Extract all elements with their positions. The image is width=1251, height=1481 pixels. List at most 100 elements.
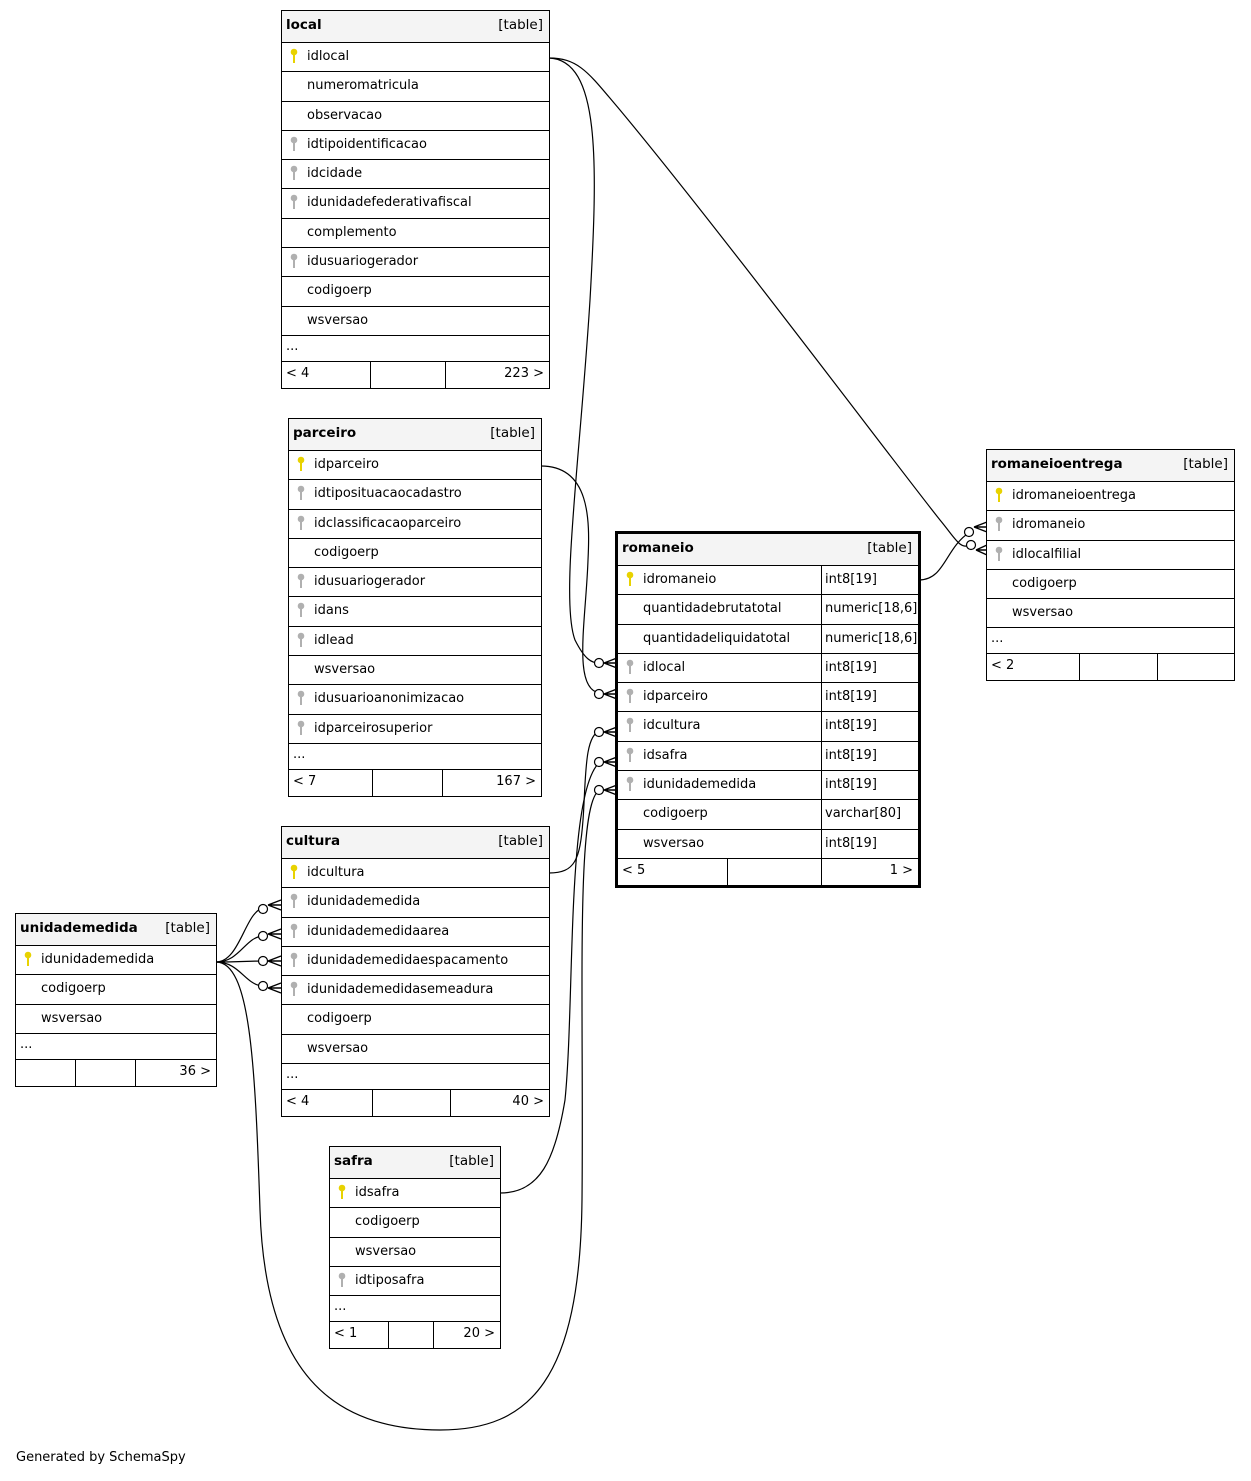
column-name: observacao bbox=[307, 107, 383, 123]
parent-count-link[interactable]: < 1 bbox=[334, 1326, 358, 1342]
table-name[interactable]: romaneio bbox=[622, 540, 694, 556]
column-row[interactable]: idtipoidentificacao bbox=[282, 131, 549, 161]
column-row[interactable]: wsversao bbox=[987, 599, 1234, 629]
table-header[interactable]: romaneioentrega[table] bbox=[987, 450, 1234, 482]
parent-count-link[interactable]: < 2 bbox=[991, 658, 1015, 674]
column-row[interactable]: idcultura bbox=[282, 859, 549, 889]
table-header[interactable]: unidademedida[table] bbox=[16, 914, 216, 946]
column-row[interactable]: idlocal bbox=[282, 43, 549, 73]
column-row[interactable]: idunidademedidaespacamento bbox=[282, 947, 549, 977]
child-count-link[interactable]: 36 > bbox=[179, 1063, 211, 1079]
column-row[interactable]: idsafra bbox=[330, 1179, 500, 1209]
parent-count-link[interactable]: < 4 bbox=[286, 365, 310, 381]
column-row[interactable]: wsversao bbox=[330, 1238, 500, 1267]
primary-key-icon bbox=[24, 951, 32, 966]
table-footer: < 4 223 > bbox=[282, 361, 549, 388]
column-row[interactable]: idusuarioanonimizacao bbox=[289, 685, 541, 715]
column-row[interactable]: numeromatricula bbox=[282, 72, 549, 102]
more-columns: ... bbox=[282, 1064, 549, 1091]
foreign-key-icon bbox=[290, 923, 298, 938]
column-name: idcidade bbox=[307, 166, 363, 182]
child-count-link[interactable]: 20 > bbox=[463, 1326, 495, 1342]
parent-count-link[interactable]: < 4 bbox=[286, 1094, 310, 1110]
column-row[interactable]: codigoerp bbox=[282, 1005, 549, 1035]
column-name: idsafra bbox=[643, 747, 688, 763]
column-name: quantidadeliquidatotal bbox=[643, 630, 791, 646]
column-name: idlocal bbox=[643, 659, 686, 675]
table-name[interactable]: safra bbox=[334, 1153, 373, 1169]
column-row[interactable]: idtiposituacaocadastro bbox=[289, 480, 541, 510]
column-row[interactable]: idusuariogerador bbox=[289, 568, 541, 598]
parent-count-link[interactable]: < 5 bbox=[622, 862, 646, 878]
primary-key-icon bbox=[338, 1184, 346, 1199]
column-type: numeric[18,6] bbox=[821, 624, 918, 653]
table-name[interactable]: unidademedida bbox=[20, 920, 138, 936]
column-type: numeric[18,6] bbox=[821, 595, 918, 624]
table-header[interactable]: safra[table] bbox=[330, 1147, 500, 1179]
column-row[interactable]: complemento bbox=[282, 219, 549, 249]
table-header[interactable]: romaneio[table] bbox=[618, 534, 918, 566]
column-row[interactable]: idparceirosuperior bbox=[289, 715, 541, 744]
table-name[interactable]: romaneioentrega bbox=[991, 456, 1123, 472]
column-row[interactable]: codigoerp bbox=[330, 1208, 500, 1238]
column-row[interactable]: idclassificacaoparceiro bbox=[289, 510, 541, 539]
column-row[interactable]: idunidademedidasemeadura bbox=[282, 976, 549, 1006]
column-row[interactable]: idunidademedida bbox=[16, 946, 216, 976]
column-type: int8[19] bbox=[821, 712, 918, 741]
edge-cultura-romaneio bbox=[548, 730, 601, 874]
column-row[interactable]: idunidademedidaarea bbox=[282, 918, 549, 947]
column-row[interactable]: idparceiro bbox=[289, 451, 541, 481]
column-row[interactable]: quantidadeliquidatotal numeric[18,6] bbox=[618, 624, 918, 654]
table-header[interactable]: parceiro[table] bbox=[289, 419, 541, 451]
foreign-key-icon bbox=[626, 688, 634, 704]
column-row[interactable]: idlocalfilial bbox=[987, 541, 1234, 570]
column-row[interactable]: idlead bbox=[289, 627, 541, 657]
column-row[interactable]: wsversao bbox=[282, 1035, 549, 1065]
column-row[interactable]: idusuariogerador bbox=[282, 248, 549, 278]
column-row[interactable]: wsversao bbox=[289, 656, 541, 686]
column-row[interactable]: idromaneio bbox=[987, 511, 1234, 541]
column-row[interactable]: idromaneioentrega bbox=[987, 482, 1234, 512]
table-header[interactable]: cultura[table] bbox=[282, 827, 549, 859]
column-row[interactable]: codigoerp bbox=[289, 539, 541, 569]
column-row[interactable]: codigoerp bbox=[987, 570, 1234, 600]
column-row[interactable]: idunidademedida bbox=[282, 888, 549, 918]
column-row[interactable]: codigoerp bbox=[16, 975, 216, 1005]
column-row[interactable]: idtiposafra bbox=[330, 1267, 500, 1297]
column-row[interactable]: idcidade bbox=[282, 160, 549, 190]
child-count-link[interactable]: 40 > bbox=[512, 1094, 544, 1110]
column-row[interactable]: wsversao bbox=[282, 307, 549, 336]
column-row[interactable]: idans bbox=[289, 597, 541, 627]
column-row[interactable]: codigoerp bbox=[282, 277, 549, 307]
child-count-link[interactable]: 223 > bbox=[504, 365, 544, 381]
column-name: idunidademedidaarea bbox=[307, 923, 450, 939]
table-name[interactable]: local bbox=[286, 17, 322, 33]
table-name[interactable]: cultura bbox=[286, 833, 341, 849]
child-count-link[interactable]: 167 > bbox=[496, 773, 536, 789]
footer-divider bbox=[821, 858, 822, 885]
parent-count-link[interactable]: < 7 bbox=[293, 773, 317, 789]
column-row[interactable]: observacao bbox=[282, 102, 549, 131]
more-columns: ... bbox=[330, 1296, 500, 1323]
table-header[interactable]: local[table] bbox=[282, 11, 549, 43]
column-row[interactable]: wsversao bbox=[16, 1005, 216, 1034]
column-row[interactable]: idunidadefederativafiscal bbox=[282, 189, 549, 219]
child-count-link[interactable]: 1 > bbox=[889, 862, 913, 878]
table-name[interactable]: parceiro bbox=[293, 425, 357, 441]
